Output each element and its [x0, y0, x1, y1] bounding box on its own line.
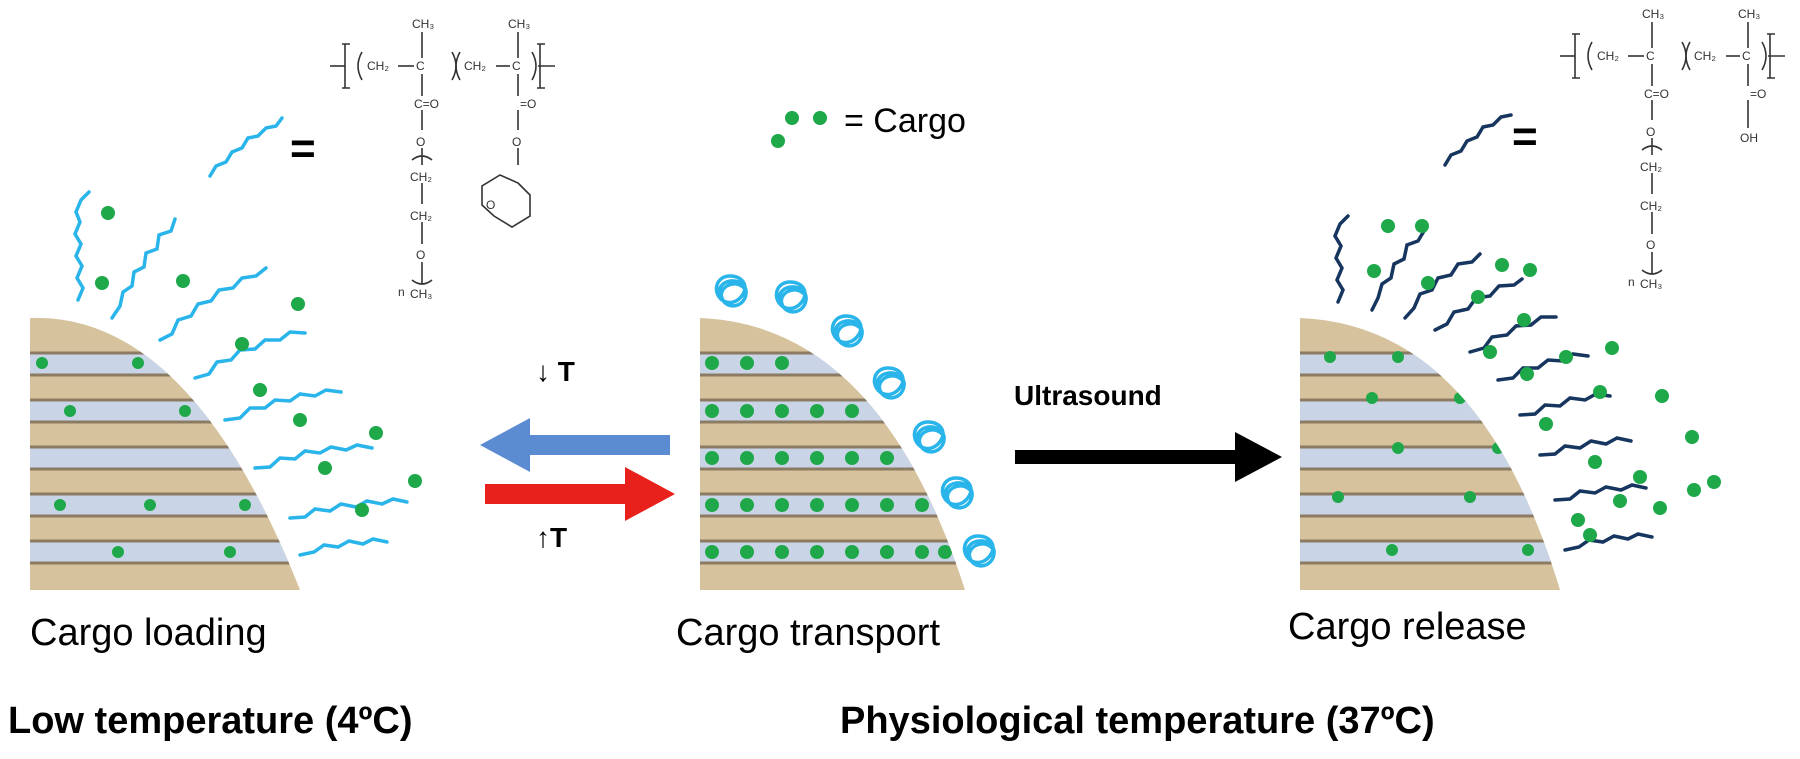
equals-sign-left: = — [290, 124, 316, 173]
polymer-coil-icon — [962, 534, 996, 568]
chem-c-b: C — [512, 59, 521, 73]
chem-ring-o: O — [486, 198, 495, 212]
chem-r-ch2-b: CH₂ — [1694, 49, 1716, 63]
chem-r-c-b: C — [1742, 49, 1751, 63]
polymer-coil-icon — [912, 420, 946, 454]
chem-c-a: C — [416, 59, 425, 73]
particle-transport — [700, 274, 996, 590]
chem-peg-o: O — [416, 248, 425, 262]
temperature-label-low: Low temperature (4ºC) — [8, 700, 413, 742]
chem-sub-n: n — [398, 285, 405, 299]
chem-labels-left: CH₃ CH₃ CH₂ C CH₂ C C=O =O O O CH₂ CH₂ O… — [367, 17, 536, 301]
chem-ch2-b: CH₂ — [464, 59, 486, 73]
chem-r-ch3-a: CH₃ — [1642, 7, 1664, 21]
chem-r-ch3-b: CH₃ — [1738, 7, 1760, 21]
internal-cargo — [36, 357, 251, 558]
arrow-increase-temp-label: ↑T — [536, 522, 568, 553]
chem-peg-ch2-a: CH₂ — [410, 170, 432, 184]
released-cargo — [1367, 219, 1721, 542]
arrow-cooling — [480, 418, 670, 472]
temperature-label-physiological: Physiological temperature (37ºC) — [840, 700, 1435, 742]
chem-labels-right: CH₃ CH₃ CH₂ C CH₂ C C=O =O OH O CH₂ CH₂ … — [1597, 7, 1766, 291]
chem-ch3-b: CH₃ — [508, 17, 530, 31]
chem-r-peg-o: O — [1646, 238, 1655, 252]
chem-ch2-a: CH₂ — [367, 59, 389, 73]
chem-r-peg-ch2-a: CH₂ — [1640, 160, 1662, 174]
trapped-cargo — [705, 356, 952, 559]
polymer-coil-icon — [872, 366, 906, 400]
cargo-legend-label: = Cargo — [844, 102, 966, 140]
polymer-coil-icon — [830, 314, 864, 348]
chem-peg-ch2-b: CH₂ — [410, 209, 432, 223]
cargo-key-dots — [771, 111, 827, 148]
arrow-ultrasound — [1015, 432, 1282, 482]
chem-ch3-a: CH₃ — [412, 17, 434, 31]
chem-ester-co-b: =O — [520, 97, 536, 111]
particle-release — [1300, 113, 1721, 590]
external-cargo — [95, 206, 422, 517]
chem-r-peg-ch2-b: CH₂ — [1640, 199, 1662, 213]
chem-peg-end: CH₃ — [410, 287, 432, 301]
particle-loading — [30, 116, 422, 590]
equals-sign-right: = — [1512, 112, 1538, 161]
arrow-decrease-temp-label: ↓ T — [536, 356, 575, 387]
chem-r-o-a: O — [1646, 125, 1655, 139]
chem-r-ch2-a: CH₂ — [1597, 49, 1619, 63]
chem-r-acid-oh: OH — [1740, 131, 1758, 145]
arrow-heating — [485, 467, 675, 521]
chem-o-a: O — [416, 135, 425, 149]
stage-label-release: Cargo release — [1288, 606, 1527, 648]
polymer-coils-collapsed — [714, 274, 996, 568]
chem-ester-co-a: C=O — [414, 97, 439, 111]
stage-label-loading: Cargo loading — [30, 612, 267, 654]
chem-r-c-a: C — [1646, 49, 1655, 63]
chem-r-peg-end: CH₃ — [1640, 277, 1662, 291]
chem-structure-right — [1560, 22, 1785, 275]
particle-release-layers — [1300, 318, 1560, 590]
chem-r-ester-co-a: C=O — [1644, 87, 1669, 101]
polymer-chains-extended — [73, 116, 409, 557]
chem-o-b: O — [512, 135, 521, 149]
polymer-coil-icon — [774, 280, 808, 314]
chem-r-sub-n: n — [1628, 275, 1635, 289]
particle-loading-layers — [30, 317, 300, 590]
polymer-coil-icon — [714, 274, 748, 308]
chem-r-acid-o: =O — [1750, 87, 1766, 101]
polymer-coil-icon — [940, 476, 974, 510]
chem-structure-left — [330, 32, 555, 285]
ultrasound-label: Ultrasound — [1014, 380, 1162, 411]
stage-label-transport: Cargo transport — [676, 612, 941, 654]
